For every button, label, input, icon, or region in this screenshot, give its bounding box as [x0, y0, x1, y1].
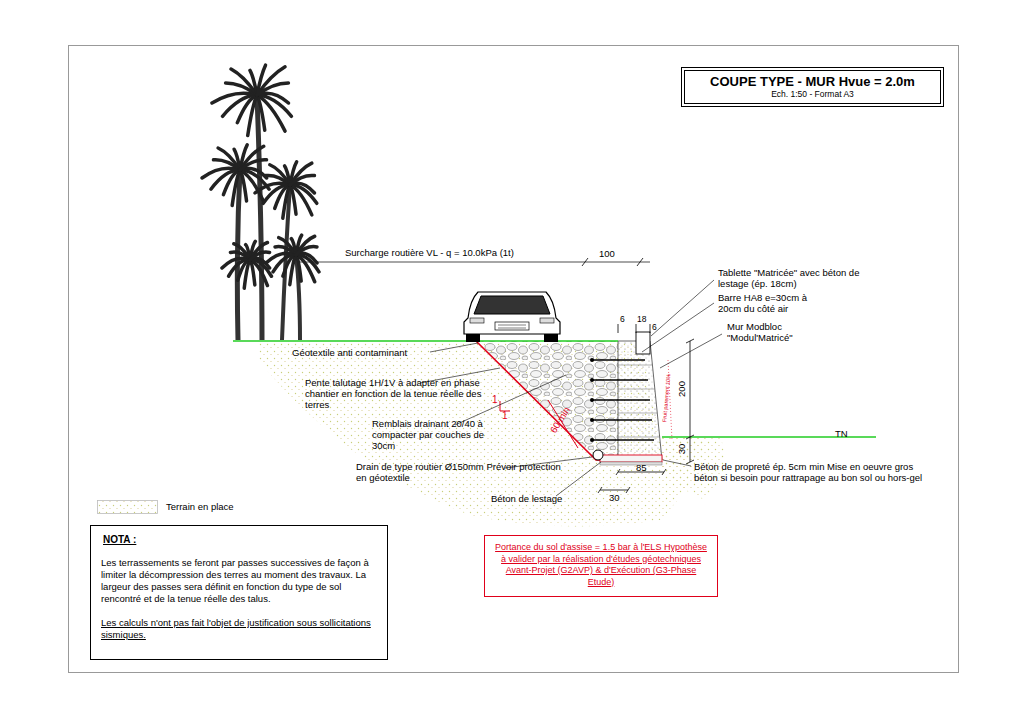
node-text: NOTA : [103, 534, 377, 545]
node-text: Les calculs n'ont pas fait l'objet de ju… [101, 617, 377, 641]
bearing-note-box: Portance du sol d'assise = 1.5 bar à l'E… [484, 535, 718, 597]
callout: Béton de lestage [491, 493, 562, 504]
node-text: Ech. 1:50 - Format A3 [690, 89, 935, 100]
tablet [636, 332, 650, 354]
callout: Béton de propreté ép. 5cm min Mise en oe… [694, 461, 929, 483]
callout: Tablette "Matricée" avec béton de lestag… [718, 267, 888, 289]
node-text: Portance du sol d'assise = 1.5 bar à l'E… [493, 542, 709, 588]
dimension: 30 [676, 444, 687, 455]
note-box: NOTA : Les terrassements se feront par pa… [90, 525, 388, 660]
slope-number: 1 [492, 394, 498, 406]
dimension: 100 [599, 248, 615, 259]
callout: Drain de type routier Ø150mm Prévoir pro… [356, 461, 571, 483]
callout: Mur Modbloc "Modul'Matricé" [727, 321, 837, 343]
slope-marker [500, 400, 578, 448]
load-label: Surcharge routière VL - q = 10.0kPa (1t) [343, 247, 516, 258]
node-text: Les terrassements se feront par passes s… [101, 557, 377, 605]
callout: Pente talutage 1H/1V à adapter en phase … [305, 377, 500, 410]
rebars [592, 360, 654, 440]
drain-pipe [593, 450, 603, 460]
block-joints [618, 365, 660, 437]
road-level [233, 340, 618, 342]
legend-text: Terrain en place [166, 501, 234, 512]
car [464, 292, 560, 342]
dimension: 85 [636, 462, 647, 473]
dimension: 18 [637, 314, 646, 325]
level-label: TN [835, 428, 848, 439]
slope-number: 1 [502, 410, 508, 422]
title-box: COUPE TYPE - MUR Hvue = 2.0mEch. 1:50 - … [681, 67, 944, 107]
surcharge-line [300, 262, 650, 263]
rebar-ends [590, 358, 594, 442]
ballast-concrete [600, 455, 662, 462]
node-text: COUPE TYPE - MUR Hvue = 2.0m [690, 74, 935, 89]
dimension: 6 [620, 314, 625, 325]
callout: Remblais drainant 20/40 à compacter par … [372, 418, 500, 451]
callout: Barre HA8 e=30cm à 20cm du côté air [718, 292, 830, 314]
sheet-frame [69, 46, 959, 673]
annotation: Fruit parement 10% [661, 374, 673, 423]
dimension: 6 [652, 322, 657, 333]
blinding-concrete [600, 462, 662, 465]
dim-ticks [582, 258, 694, 493]
callout: Géotextile anti contaminant [292, 347, 407, 358]
dimension: 30 [609, 492, 620, 503]
legend-swatch [98, 501, 158, 514]
palm-trees [202, 65, 319, 340]
dimension: 200 [676, 381, 687, 397]
terrain [258, 341, 705, 526]
